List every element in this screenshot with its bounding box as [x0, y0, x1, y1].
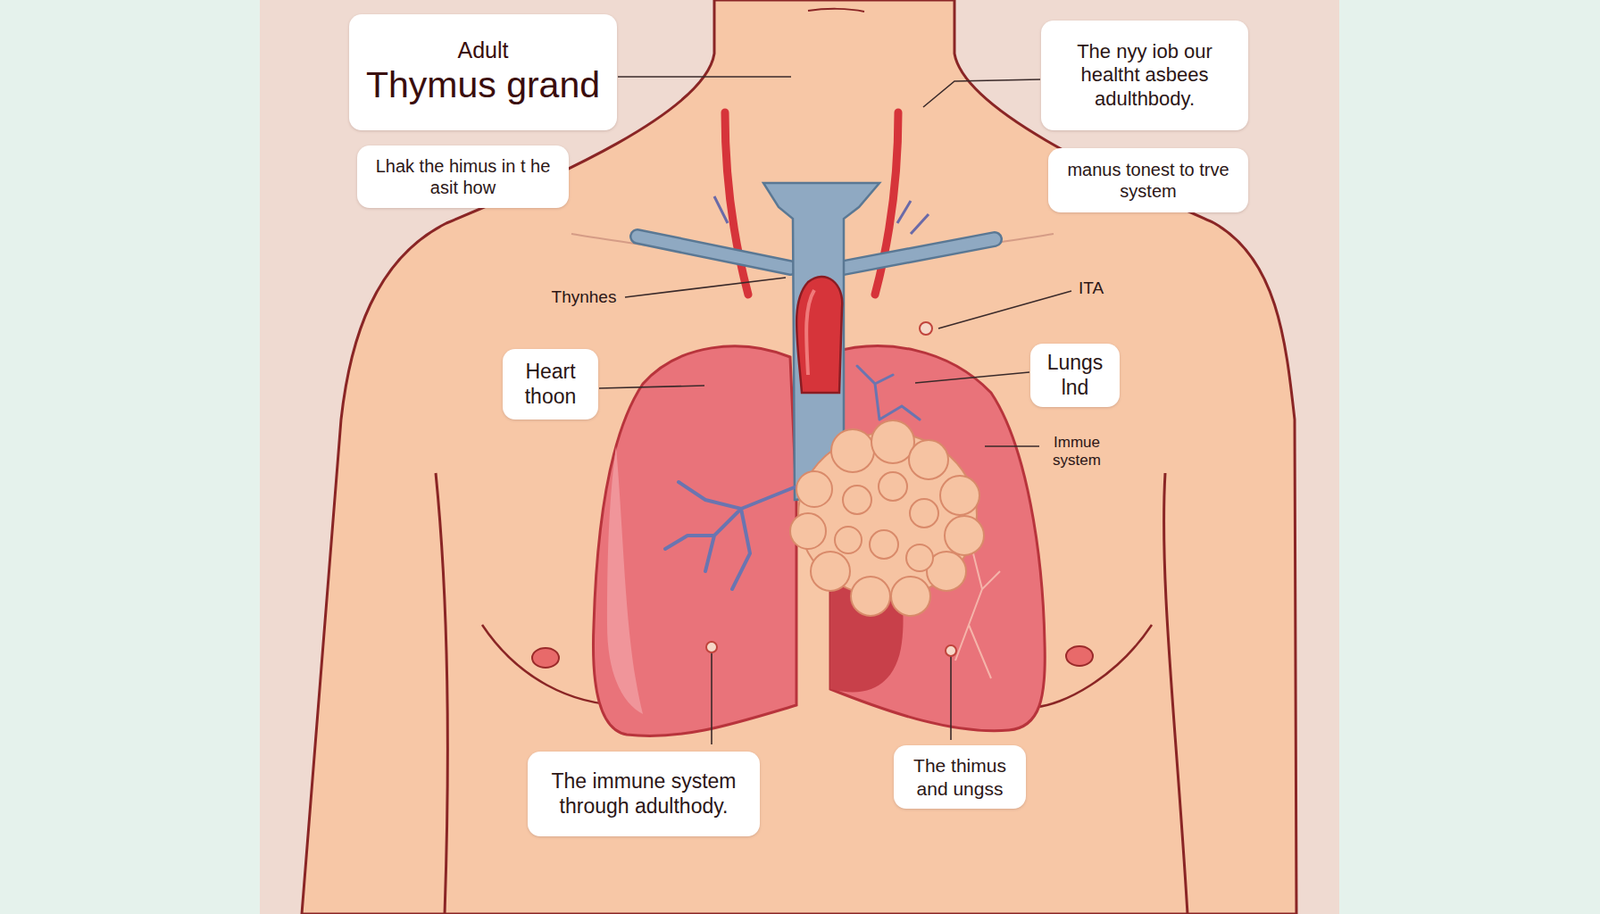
aorta-highlight: [806, 290, 815, 375]
nipple: [532, 648, 559, 668]
trachea: [763, 183, 880, 500]
arm-line: [435, 473, 448, 914]
vein: [843, 239, 995, 268]
callout-box: Lungs lnd: [1030, 343, 1120, 408]
callout-text: manus tonest to trve system: [1058, 158, 1238, 202]
chest-line: [1035, 625, 1152, 708]
torso-outline: [301, 0, 1297, 914]
background-panel: [259, 0, 1340, 914]
bronchi: [665, 482, 797, 590]
vein: [637, 236, 791, 268]
callout-text: Lhak the himus in t he asit how: [367, 155, 559, 199]
title-text: Thymus grand: [366, 63, 600, 108]
callout-box: Lhak the himus in t he asit how: [357, 145, 569, 209]
lung-shade: [607, 446, 643, 715]
vein: [637, 236, 791, 268]
part-label: Thynhes: [542, 287, 625, 308]
nipple: [1066, 646, 1093, 667]
title-kicker: Adult: [458, 36, 509, 64]
callout-box: The immune system through adulthody.: [527, 751, 760, 837]
lung: [592, 346, 797, 736]
artery: [725, 112, 749, 295]
part-label: Immue system: [1041, 433, 1113, 469]
bronchi: [857, 366, 920, 420]
vein: [843, 239, 995, 268]
aorta: [796, 276, 842, 393]
chin-line: [808, 8, 865, 12]
callout-text: The nyy iob our healtht asbees adulthbod…: [1051, 40, 1238, 111]
callout-text: The thimus and ungss: [904, 754, 1016, 800]
leader-dot: [706, 322, 957, 657]
arm-line: [1164, 473, 1188, 914]
callout-text: The immune system through adulthody.: [538, 769, 750, 819]
thymus-gland: [790, 420, 984, 617]
callout-box: manus tonest to trve system: [1048, 148, 1249, 213]
callout-box: The thimus and ungss: [893, 745, 1026, 809]
part-label: ITA: [1073, 278, 1109, 299]
callout-text: Lungs lnd: [1041, 350, 1109, 400]
callout-box: Heart thoon: [502, 349, 599, 420]
title-box: AdultThymus grand: [349, 14, 617, 131]
callout-box: The nyy iob our healtht asbees adulthbod…: [1041, 20, 1249, 131]
leader-line: [599, 76, 1072, 745]
callout-text: Heart thoon: [513, 359, 588, 409]
